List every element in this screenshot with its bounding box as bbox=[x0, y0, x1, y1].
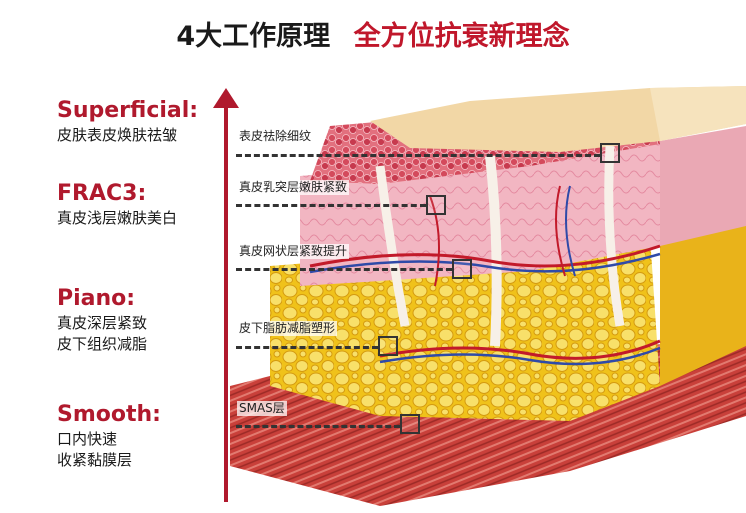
item-superficial: Superficial: 皮肤表皮焕肤祛皱 bbox=[57, 97, 198, 146]
target-marker-smas bbox=[400, 414, 420, 434]
depth-line-epidermis bbox=[236, 154, 600, 157]
page-title: 4大工作原理 全方位抗衰新理念 bbox=[0, 14, 746, 53]
layer-label-papillary: 真皮乳突层嫩肤紧致 bbox=[237, 180, 349, 195]
item-title: Superficial: bbox=[57, 97, 198, 125]
item-piano: Piano: 真皮深层紧致 皮下组织减脂 bbox=[57, 285, 147, 355]
title-main: 4大工作原理 bbox=[176, 21, 330, 52]
item-desc: 口内快速 bbox=[57, 429, 161, 450]
depth-arrow-shaft bbox=[224, 100, 228, 502]
layer-label-smas: SMAS层 bbox=[237, 401, 287, 416]
item-title: Smooth: bbox=[57, 401, 161, 429]
skin-cross-section-illustration bbox=[230, 86, 746, 506]
target-marker-epidermis bbox=[600, 143, 620, 163]
target-marker-papillary bbox=[426, 195, 446, 215]
target-marker-reticular bbox=[452, 259, 472, 279]
item-smooth: Smooth: 口内快速 收紧黏膜层 bbox=[57, 401, 161, 471]
depth-line-reticular bbox=[236, 268, 452, 271]
item-desc: 真皮深层紧致 bbox=[57, 313, 147, 334]
depth-line-papillary bbox=[236, 204, 426, 207]
item-title: Piano: bbox=[57, 285, 147, 313]
item-desc: 真皮浅层嫩肤美白 bbox=[57, 208, 177, 229]
layer-label-fat: 皮下脂肪减脂塑形 bbox=[237, 321, 337, 336]
depth-line-fat bbox=[236, 346, 378, 349]
item-frac3: FRAC3: 真皮浅层嫩肤美白 bbox=[57, 180, 177, 229]
item-title: FRAC3: bbox=[57, 180, 177, 208]
title-highlight: 全方位抗衰新理念 bbox=[354, 21, 570, 52]
item-desc: 皮肤表皮焕肤祛皱 bbox=[57, 125, 198, 146]
layer-label-reticular: 真皮网状层紧致提升 bbox=[237, 244, 349, 259]
depth-line-smas bbox=[236, 425, 400, 428]
item-desc: 皮下组织减脂 bbox=[57, 334, 147, 355]
layer-label-epidermis: 表皮祛除细纹 bbox=[237, 129, 313, 144]
item-desc: 收紧黏膜层 bbox=[57, 450, 161, 471]
target-marker-fat bbox=[378, 336, 398, 356]
